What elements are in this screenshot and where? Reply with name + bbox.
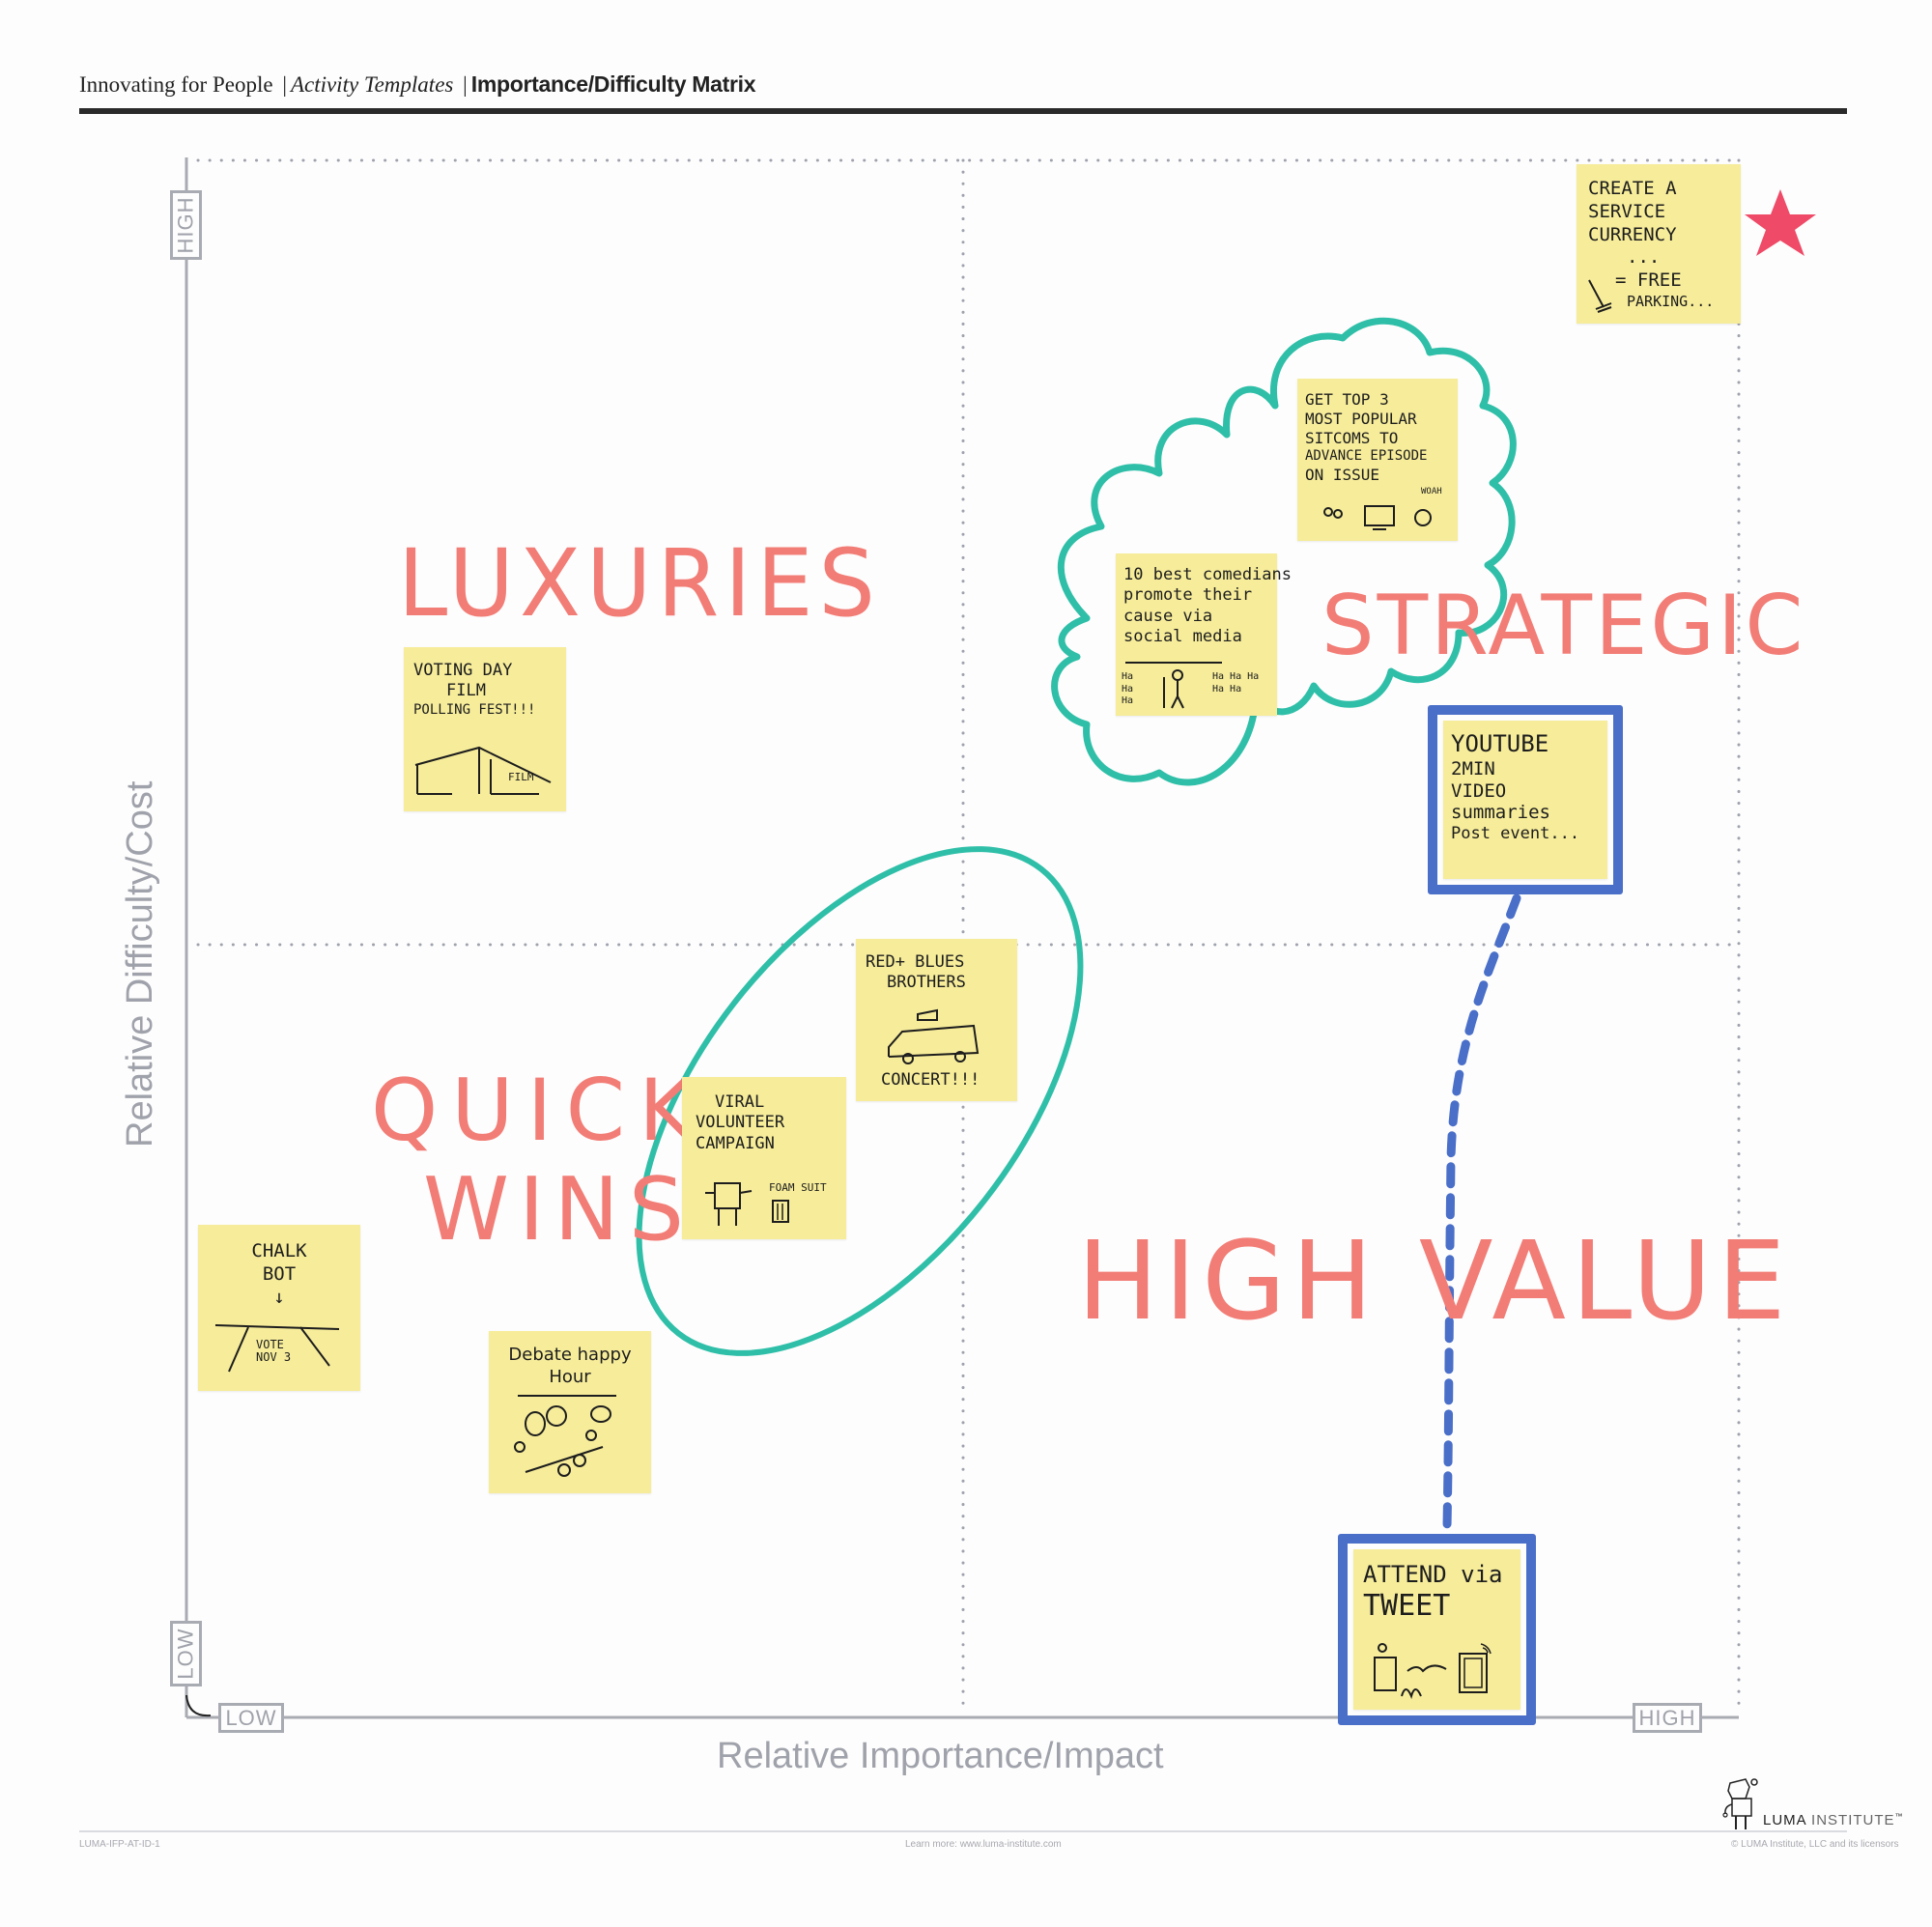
x-axis-title: Relative Importance/Impact — [717, 1736, 1164, 1776]
sticky-comedians[interactable]: 10 best comedians promote their cause vi… — [1116, 553, 1292, 716]
luma-mascot-icon — [1722, 1778, 1758, 1829]
oval-outline — [636, 846, 1084, 1356]
luma-logo-text: LUMA INSTITUTE™ — [1763, 1812, 1904, 1828]
attend-tweet-frame: ATTEND via TWEET — [1338, 1534, 1536, 1725]
annotation-laughter-left: Ha Ha Ha — [1122, 671, 1134, 706]
comedian-icon — [1163, 669, 1184, 709]
sticky-voting-day[interactable]: VOTING DAY FILM POLLING FEST!!! FILM — [404, 647, 566, 811]
header-rule — [79, 108, 1847, 114]
sticky-youtube[interactable]: YOUTUBE 2MIN VIDEO summaries Post event.… — [1443, 721, 1607, 879]
annotation-woah: WOAH — [1421, 487, 1442, 496]
brand-text: Innovating for People — [79, 72, 273, 97]
page-title: Importance/Difficulty Matrix — [470, 71, 756, 97]
quadrant-label-quick: QUICK — [371, 1061, 708, 1160]
page-header: Innovating for People |Activity Template… — [79, 71, 756, 98]
star-icon — [1745, 189, 1816, 256]
tent-icon — [414, 746, 552, 795]
quadrant-label-high-value: HIGH VALUE — [1077, 1219, 1792, 1345]
annotation-film: FILM — [508, 771, 534, 783]
header-separator: | — [463, 72, 468, 97]
cloud-outline — [1051, 317, 1517, 786]
annotation-foam-suit: FOAM SUIT — [769, 1181, 827, 1194]
y-axis-high-label: HIGH — [170, 190, 202, 260]
y-axis-low-label: LOW — [170, 1621, 202, 1686]
connector-dashed-line — [1442, 893, 1521, 1531]
header-separator: | — [282, 72, 287, 97]
annotation-laughter-right: Ha Ha Ha Ha Ha — [1212, 671, 1260, 694]
cup-icon — [772, 1200, 789, 1223]
underline — [518, 1395, 616, 1397]
annotation-concert: CONCERT!!! — [881, 1070, 980, 1090]
footer-rule — [79, 1830, 1847, 1832]
x-axis-low-label: LOW — [218, 1703, 284, 1733]
footer-learn-more-link[interactable]: Learn more: www.luma-institute.com — [905, 1839, 1062, 1850]
speaker-audience-phone-icon — [1374, 1643, 1492, 1699]
sticky-red-blues[interactable]: RED+ BLUES BROTHERS CONCERT!!! — [856, 939, 1017, 1101]
footer-code: LUMA-IFP-AT-ID-1 — [79, 1839, 160, 1850]
section-text: Activity Templates — [290, 72, 454, 97]
sticky-viral[interactable]: VIRAL VOLUNTEER CAMPAIGN FOAM SUIT — [682, 1077, 846, 1239]
quadrant-label-wins: WINS — [423, 1159, 694, 1261]
sticky-sitcoms[interactable]: GET TOP 3 MOST POPULAR SITCOMS TO ADVANC… — [1297, 379, 1458, 541]
stage-line — [1125, 662, 1222, 664]
van-icon — [888, 1008, 980, 1064]
sticky-attend-tweet[interactable]: ATTEND via TWEET — [1353, 1549, 1520, 1710]
road-icon — [214, 1324, 340, 1373]
sticky-debate[interactable]: Debate happy Hour — [489, 1331, 651, 1493]
youtube-frame: YOUTUBE 2MIN VIDEO summaries Post event.… — [1428, 705, 1623, 894]
sticky-service-currency[interactable]: CREATE A SERVICE CURRENCY ... = FREE PAR… — [1577, 164, 1741, 324]
debate-table-icon — [514, 1405, 611, 1477]
foam-suit-character-icon — [705, 1182, 753, 1226]
quadrant-label-strategic: STRATEGIC — [1321, 578, 1806, 674]
tv-viewers-icon — [1323, 505, 1432, 530]
broom-icon — [1588, 279, 1612, 313]
quadrant-label-luxuries: LUXURIES — [398, 529, 881, 638]
footer-copyright: © LUMA Institute, LLC and its licensors — [1731, 1839, 1899, 1850]
x-axis-high-label: HIGH — [1633, 1703, 1702, 1733]
